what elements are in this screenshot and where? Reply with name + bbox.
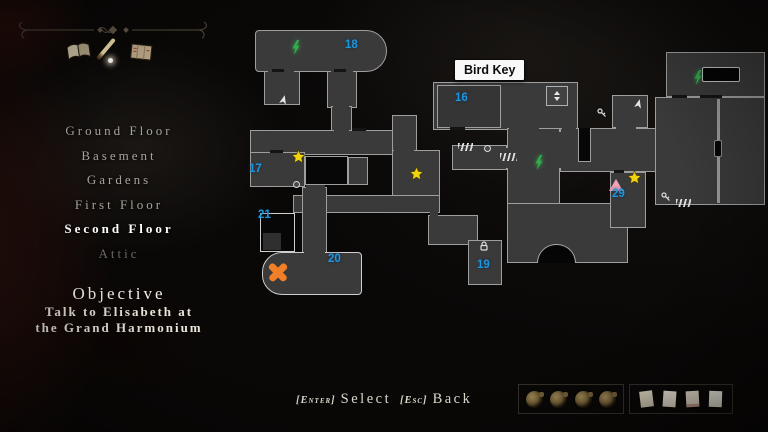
map-room-18 <box>255 30 387 72</box>
floor-item-ground-floor[interactable]: Ground Floor <box>65 123 173 138</box>
star-icon <box>409 166 424 181</box>
floor-item-attic[interactable]: Attic <box>98 245 140 261</box>
orange-x-icon <box>266 260 290 284</box>
floor-menu: Ground Floor Basement Gardens First Floo… <box>8 119 230 267</box>
enter-action-label: Select <box>340 391 392 407</box>
horn-icon <box>574 390 593 408</box>
map-corridor <box>348 157 368 185</box>
lightning-icon <box>292 40 300 55</box>
bird-key-tooltip: Bird Key <box>455 60 525 80</box>
paper-icon <box>708 390 723 408</box>
objective-title: Objective <box>72 284 166 303</box>
room-number-20: 20 <box>328 253 341 265</box>
map-right-rooms <box>655 97 765 205</box>
floor-item-gardens[interactable]: Gardens <box>86 172 152 188</box>
objective-text-line2: the Grand Harmonium <box>35 320 203 335</box>
enter-key-label: [Enter] <box>296 395 336 406</box>
room-number-17: 17 <box>249 163 262 175</box>
room-number-16: 16 <box>455 92 468 104</box>
paper-collectibles-tray <box>629 384 733 414</box>
room-number-29: 29 <box>612 188 625 200</box>
room-number-18: 18 <box>345 39 358 51</box>
pointer-icon <box>633 98 644 110</box>
lightning-icon <box>694 70 702 85</box>
map-room-16 <box>437 85 501 128</box>
room-number-19: 19 <box>477 259 490 271</box>
horn-icon <box>550 390 569 408</box>
esc-key-label: [Esc] <box>400 395 428 406</box>
door-knob-icon <box>293 181 300 188</box>
pink-triangle-icon <box>609 179 623 191</box>
key-icon <box>597 108 607 118</box>
map-room-21-alcove <box>263 233 281 250</box>
horn-collectibles-tray <box>518 384 624 414</box>
horn-icon <box>526 390 545 408</box>
ornamental-divider <box>6 16 220 49</box>
lightning-icon <box>535 155 543 170</box>
book-icon[interactable] <box>65 40 94 66</box>
door-knob-icon <box>484 145 491 152</box>
enter-hint: [Enter] Select <box>296 390 391 408</box>
key-icon <box>661 192 671 202</box>
horn-icon <box>598 390 617 408</box>
esc-hint: [Esc] Back <box>400 390 472 408</box>
table-marker <box>702 67 740 82</box>
map-room-small-b <box>327 71 357 108</box>
paper-icon <box>685 390 700 408</box>
floor-item-first-floor[interactable]: First Floor <box>74 196 164 212</box>
stairs-icon <box>458 143 473 151</box>
map-room-dark <box>305 156 348 185</box>
objective-panel: Objective Talk to Elisabeth at the Grand… <box>0 284 238 336</box>
map-wall-notch <box>578 128 591 162</box>
map-corridor <box>560 128 657 172</box>
paper-icon <box>639 390 654 408</box>
door-slot <box>714 140 722 157</box>
stairs-icon <box>500 153 517 161</box>
esc-action-label: Back <box>432 391 473 407</box>
floor-item-basement[interactable]: Basement <box>81 147 157 163</box>
stairs-icon <box>676 199 691 207</box>
room-number-21: 21 <box>258 209 271 221</box>
journal-tabs <box>58 34 178 68</box>
letters-icon[interactable] <box>129 43 153 66</box>
lock-icon <box>479 241 489 251</box>
floor-item-second-floor[interactable]: Second Floor <box>64 221 174 237</box>
pointer-icon <box>278 94 289 106</box>
elevator-icon <box>546 86 568 106</box>
star-icon <box>291 149 306 164</box>
paper-icon <box>662 390 677 408</box>
cursor-glow <box>108 58 113 63</box>
objective-text-line1: Talk to Elisabeth at <box>44 304 194 319</box>
map-corridor <box>392 115 417 155</box>
star-icon <box>627 170 642 185</box>
